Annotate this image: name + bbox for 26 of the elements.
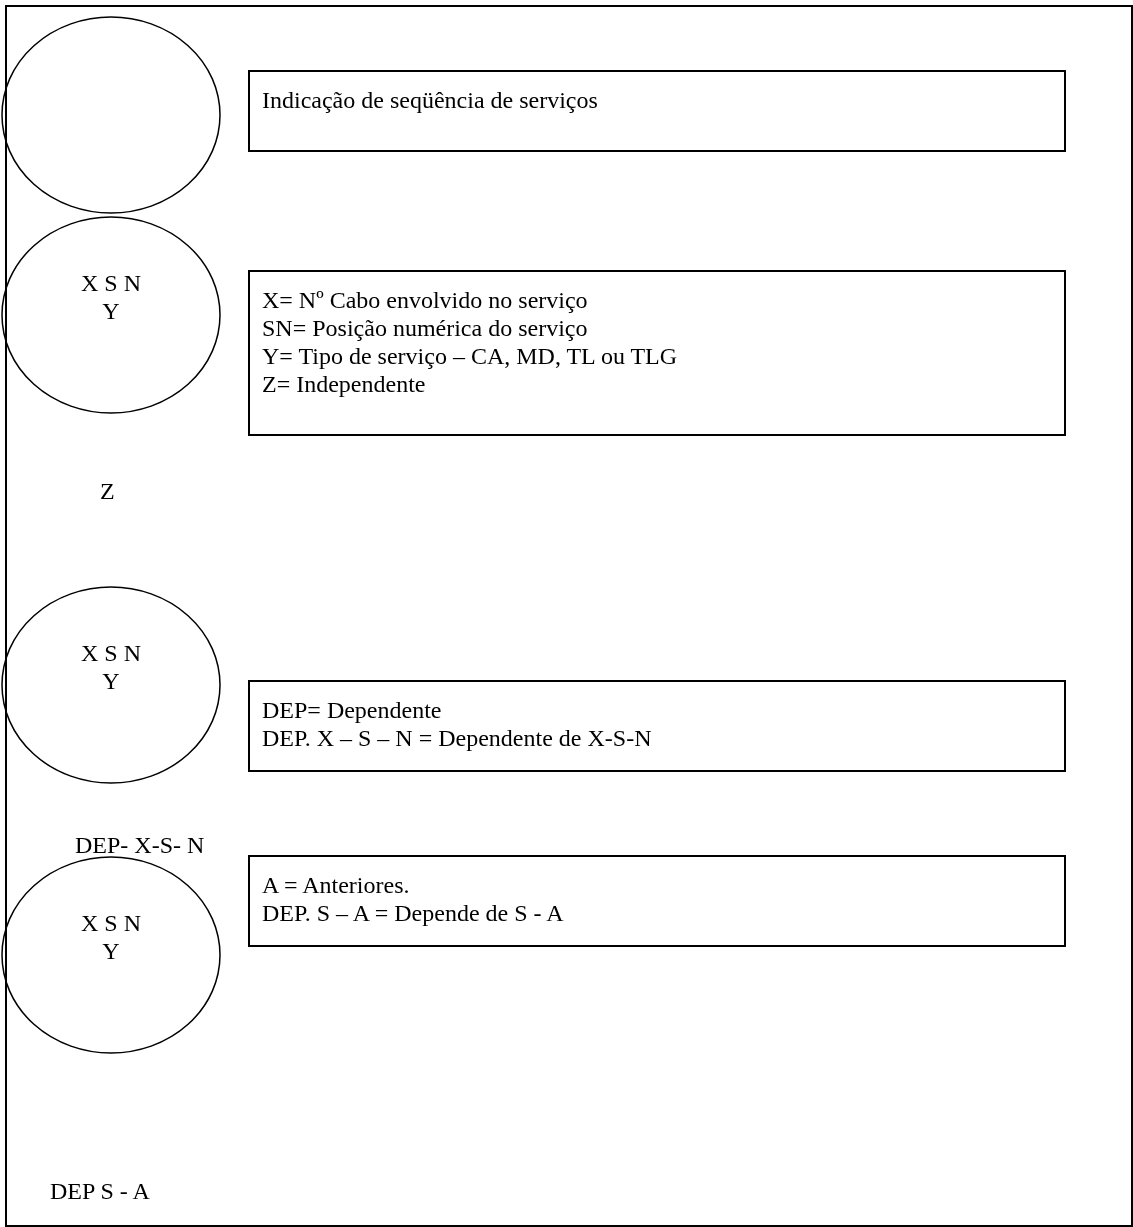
legend-text: Z= Independente — [262, 370, 427, 398]
legend-text: SN= Posição numérica do serviço — [262, 314, 589, 342]
legend-text: Indicação de seqüência de serviços — [262, 86, 599, 114]
legend-text: DEP. X – S – N = Dependente de X-S-N — [262, 724, 653, 752]
symbol-code: Y — [102, 937, 120, 965]
symbol-code: X S N — [81, 269, 141, 297]
legend-box — [248, 70, 1066, 152]
symbol-caption: DEP- X-S- N — [75, 832, 205, 859]
symbol-code: X S N — [81, 639, 141, 667]
legend-text: X= Nº Cabo envolvido no serviço — [262, 286, 589, 314]
legend-text: Y= Tipo de serviço – CA, MD, TL ou TLG — [262, 342, 679, 370]
circle-symbol — [0, 215, 222, 415]
symbol-code: X S N — [81, 909, 141, 937]
legend-text: DEP. S – A = Depende de S - A — [262, 899, 565, 927]
legend-box — [248, 855, 1066, 947]
symbol-code: Y — [102, 297, 120, 325]
legend-text: A = Anteriores. — [262, 871, 411, 899]
symbol-caption: DEP S - A — [50, 1178, 150, 1205]
circle-symbol — [0, 855, 222, 1055]
circle-symbol — [0, 585, 222, 785]
symbol-code: Y — [102, 667, 120, 695]
symbol-caption: Z — [100, 478, 115, 505]
legend-box — [248, 270, 1066, 436]
legend-box — [248, 680, 1066, 772]
legend-text: DEP= Dependente — [262, 696, 443, 724]
circle-symbol — [0, 15, 222, 215]
